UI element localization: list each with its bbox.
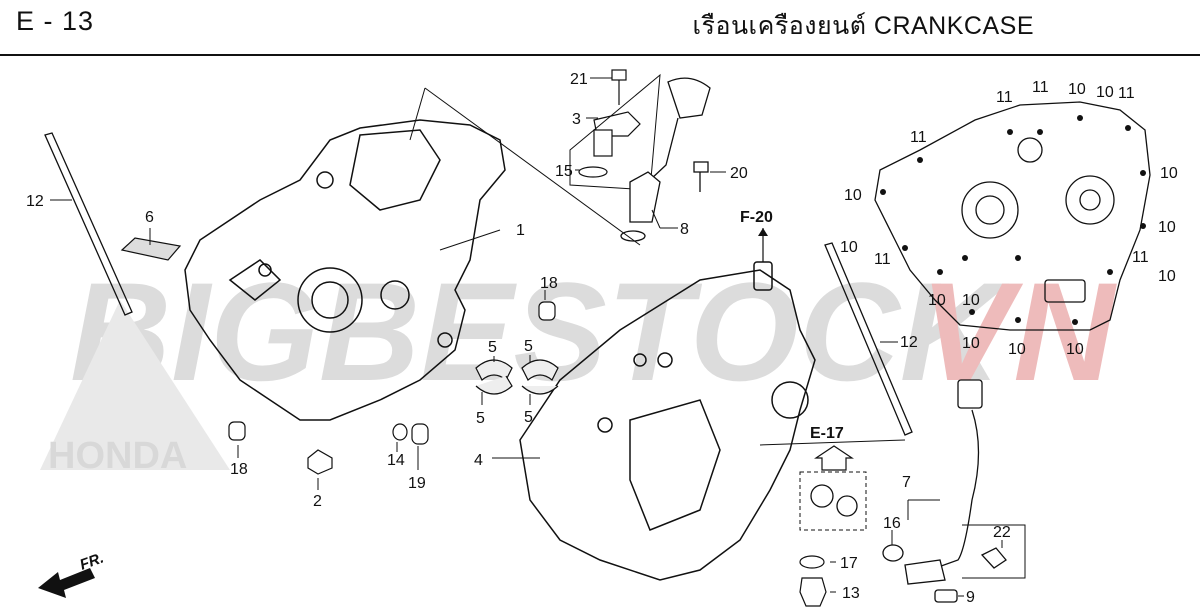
front-direction-label: FR. [78, 550, 107, 574]
callout-14[interactable]: 14 [387, 452, 405, 469]
seal-icon [836, 495, 858, 517]
neutral-switch-harness[interactable] [882, 379, 1026, 603]
dowel-pin[interactable] [228, 301, 556, 441]
front-direction-arrow: FR. [38, 550, 106, 598]
watermark-text-red: VN [920, 253, 1117, 410]
callout-20[interactable]: 20 [730, 165, 748, 182]
page-header: E - 13 เรือนเครืองยนต์ CRANKCASE [0, 0, 1200, 55]
left-crankcase-half[interactable] [184, 119, 506, 421]
oil-filter-plug[interactable] [799, 555, 827, 607]
stud-bolt-left[interactable] [44, 132, 133, 316]
callout-10[interactable]: 10 [1158, 268, 1176, 285]
callout-10[interactable]: 10 [928, 292, 946, 309]
callout-5[interactable]: 5 [488, 339, 497, 356]
callout-15[interactable]: 15 [555, 163, 573, 180]
callout-19[interactable]: 19 [408, 475, 426, 492]
callout-10[interactable]: 10 [1096, 84, 1114, 101]
callout-10[interactable]: 10 [1160, 165, 1178, 182]
callout-8[interactable]: 8 [680, 221, 689, 238]
header-divider [0, 54, 1200, 56]
callout-21[interactable]: 21 [570, 71, 588, 88]
callout-10[interactable]: 10 [1066, 341, 1084, 358]
callout-10[interactable]: 10 [1158, 219, 1176, 236]
speed-sensor-assembly[interactable] [569, 69, 661, 191]
ref-e17[interactable]: E-17 [799, 425, 867, 531]
callout-5[interactable]: 5 [524, 409, 533, 426]
callout-12[interactable]: 12 [900, 334, 918, 351]
part-callouts: 1 2 3 4 5 5 5 5 6 7 8 9 10 10 10 10 10 1… [26, 71, 1178, 606]
callout-5[interactable]: 5 [476, 410, 485, 427]
stud-bolt-right[interactable] [824, 242, 913, 436]
arrow-up-icon [814, 445, 854, 471]
callout-17[interactable]: 17 [840, 555, 858, 572]
ref-f20-label[interactable]: F-20 [740, 209, 773, 226]
watermark: BIGBESTOCK VN HONDA [40, 253, 1117, 477]
callout-10[interactable]: 10 [962, 292, 980, 309]
callout-22[interactable]: 22 [993, 524, 1011, 541]
ref-f20[interactable]: F-20 [740, 209, 773, 262]
callout-4[interactable]: 4 [474, 452, 483, 469]
oil-dipstick[interactable] [620, 77, 711, 242]
callout-11[interactable]: 11 [996, 89, 1013, 106]
callout-9[interactable]: 9 [966, 589, 975, 606]
page-code: E - 13 [16, 6, 95, 36]
callout-10[interactable]: 10 [962, 335, 980, 352]
callout-11[interactable]: 11 [1032, 79, 1049, 96]
watermark-brand: HONDA [48, 435, 187, 477]
case-cover-outline[interactable] [874, 101, 1151, 331]
callout-12[interactable]: 12 [26, 193, 44, 210]
leader-lines [50, 77, 1003, 597]
callout-18[interactable]: 18 [230, 461, 248, 478]
oil-strainer-screen[interactable] [120, 237, 182, 261]
callout-5[interactable]: 5 [524, 338, 533, 355]
callout-10[interactable]: 10 [844, 187, 862, 204]
callout-10[interactable]: 10 [840, 239, 858, 256]
callout-18[interactable]: 18 [540, 275, 558, 292]
callout-11[interactable]: 11 [874, 251, 891, 268]
callout-10[interactable]: 10 [1068, 81, 1086, 98]
case-bolt-holes [880, 115, 1146, 325]
ref-e17-label[interactable]: E-17 [810, 425, 844, 442]
main-bearing-shells[interactable] [475, 359, 559, 395]
watermark-text: BIGBESTOCK [70, 253, 1010, 410]
page-title: เรือนเครืองยนต์ CRANKCASE [692, 12, 1034, 40]
callout-6[interactable]: 6 [145, 209, 154, 226]
bearing-icon [810, 484, 834, 508]
callout-11[interactable]: 11 [1132, 249, 1149, 266]
callout-2[interactable]: 2 [313, 493, 322, 510]
honda-wing-logo [40, 300, 230, 470]
callout-3[interactable]: 3 [572, 111, 581, 128]
callout-16[interactable]: 16 [883, 515, 901, 532]
callout-13[interactable]: 13 [842, 585, 860, 602]
callout-1[interactable]: 1 [516, 222, 525, 239]
callout-7[interactable]: 7 [902, 474, 911, 491]
callout-10[interactable]: 10 [1008, 341, 1026, 358]
drain-plug[interactable] [307, 423, 429, 475]
right-crankcase-half[interactable] [519, 261, 816, 581]
callout-11[interactable]: 11 [1118, 85, 1135, 102]
callout-11[interactable]: 11 [910, 129, 927, 146]
